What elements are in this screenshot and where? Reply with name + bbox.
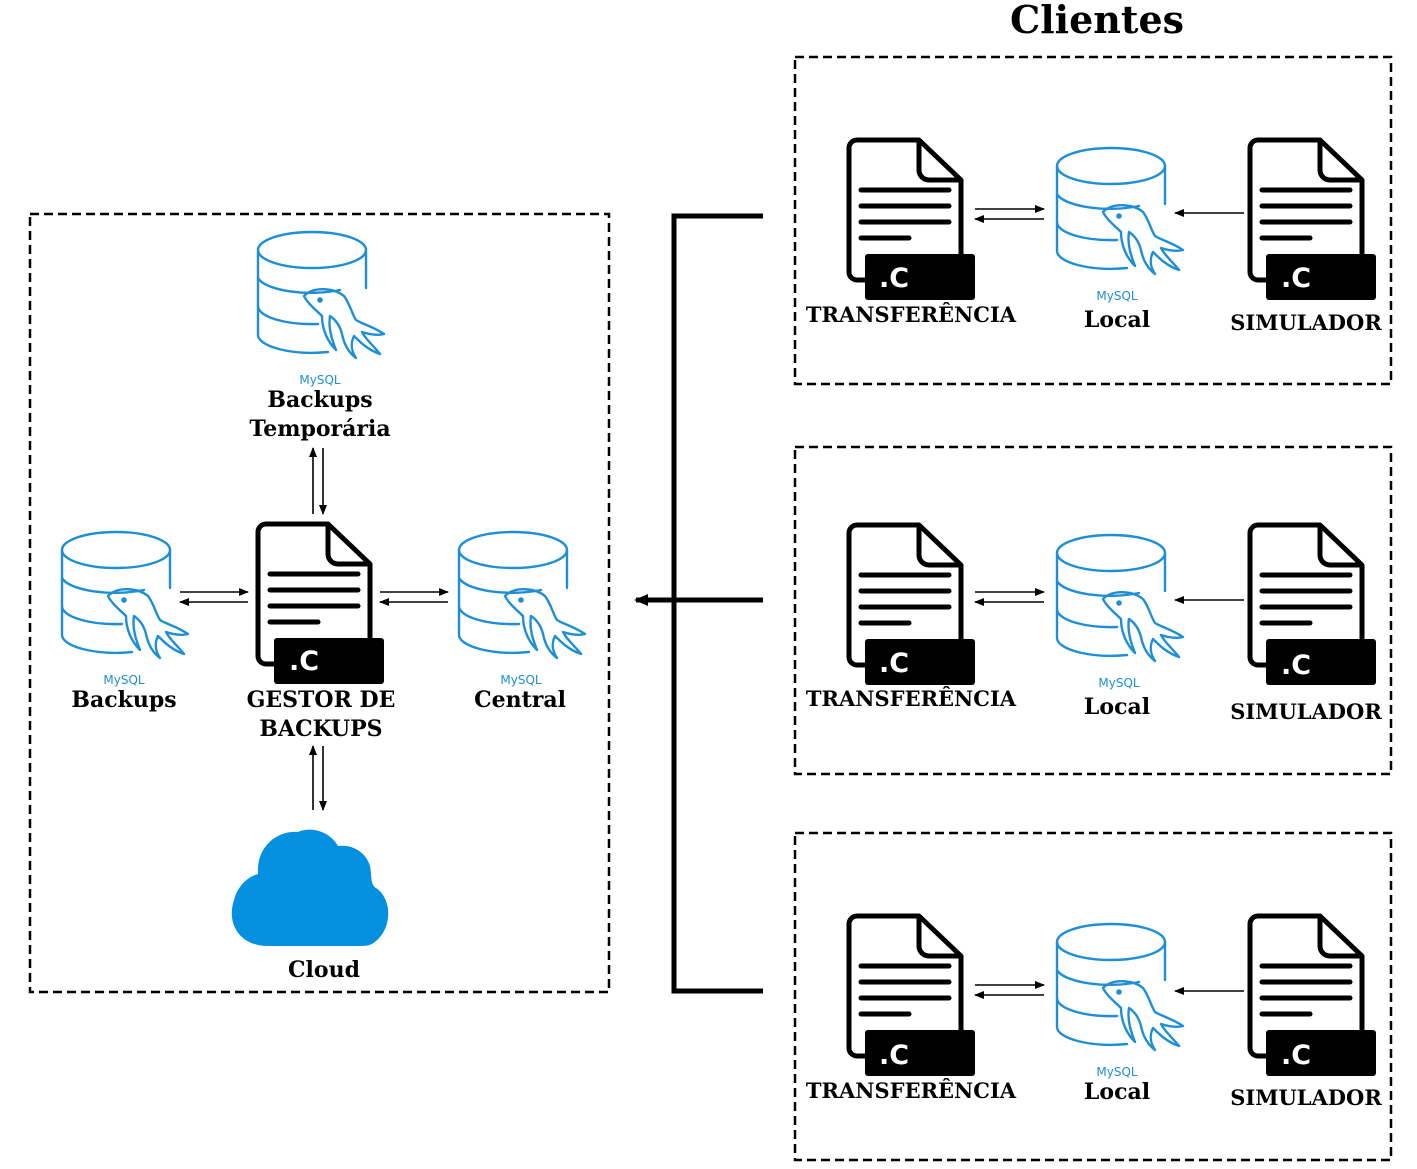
backups-db-icon: [60, 530, 190, 660]
clients-bracket-connector: [634, 213, 763, 994]
local-brand: MySQL: [1096, 289, 1138, 303]
client-group-1: .C TRANSFERÊNCIA MySQL Local .C SIMULADO…: [793, 55, 1393, 386]
cloud-label: Cloud: [288, 957, 360, 983]
transfer-c-file-icon: [849, 140, 975, 300]
client-box: [793, 55, 1393, 386]
simulator-c-file-icon: [1250, 140, 1376, 300]
local-label: Local: [1084, 694, 1150, 720]
transfer-ext: .C: [879, 263, 909, 294]
local-label: Local: [1084, 1079, 1150, 1105]
backups-label: Backups: [71, 687, 176, 713]
simulator-label: SIMULADOR: [1230, 699, 1382, 724]
local-label: Local: [1084, 307, 1150, 333]
backups-brand: MySQL: [103, 673, 145, 687]
local-db-icon: [1055, 922, 1185, 1052]
backups-temporaria-db-icon: [256, 230, 386, 360]
client-group-2: .C TRANSFERÊNCIA MySQL Local .C SIMULADO…: [793, 445, 1393, 776]
transfer-label: TRANSFERÊNCIA: [806, 686, 1017, 711]
local-brand: MySQL: [1098, 676, 1140, 690]
transfer-label: TRANSFERÊNCIA: [806, 1078, 1017, 1103]
simulator-ext: .C: [1281, 650, 1311, 681]
local-db-icon: [1055, 146, 1185, 276]
central-brand: MySQL: [500, 673, 542, 687]
local-db-icon: [1055, 533, 1185, 663]
client-group-3: .C TRANSFERÊNCIA MySQL Local .C SIMULADO…: [793, 831, 1393, 1162]
simulator-c-file-icon: [1250, 916, 1376, 1076]
transfer-c-file-icon: [849, 916, 975, 1076]
backups-temporaria-label-2: Temporária: [249, 416, 390, 442]
central-label: Central: [474, 687, 566, 713]
simulator-label: SIMULADOR: [1230, 1085, 1382, 1110]
gestor-label-2: BACKUPS: [259, 716, 382, 742]
cloud-icon: [231, 829, 389, 946]
gestor-ext: .C: [289, 646, 319, 677]
simulator-label: SIMULADOR: [1230, 310, 1382, 335]
transfer-ext: .C: [879, 1040, 909, 1071]
transfer-ext: .C: [879, 648, 909, 679]
transfer-label: TRANSFERÊNCIA: [806, 302, 1017, 327]
backups-temporaria-brand: MySQL: [299, 373, 341, 387]
central-db-icon: [457, 530, 587, 660]
backups-temporaria-label-1: Backups: [267, 387, 372, 413]
clientes-title: Clientes: [1010, 0, 1184, 42]
transfer-c-file-icon: [849, 525, 975, 685]
simulator-c-file-icon: [1250, 525, 1376, 685]
server-group-box: [28, 212, 611, 994]
gestor-c-file-icon: [258, 524, 384, 684]
simulator-ext: .C: [1281, 263, 1311, 294]
local-brand: MySQL: [1096, 1065, 1138, 1079]
gestor-label-1: GESTOR DE: [247, 687, 396, 713]
client-box: [793, 831, 1393, 1162]
client-box: [793, 445, 1393, 776]
simulator-ext: .C: [1281, 1040, 1311, 1071]
